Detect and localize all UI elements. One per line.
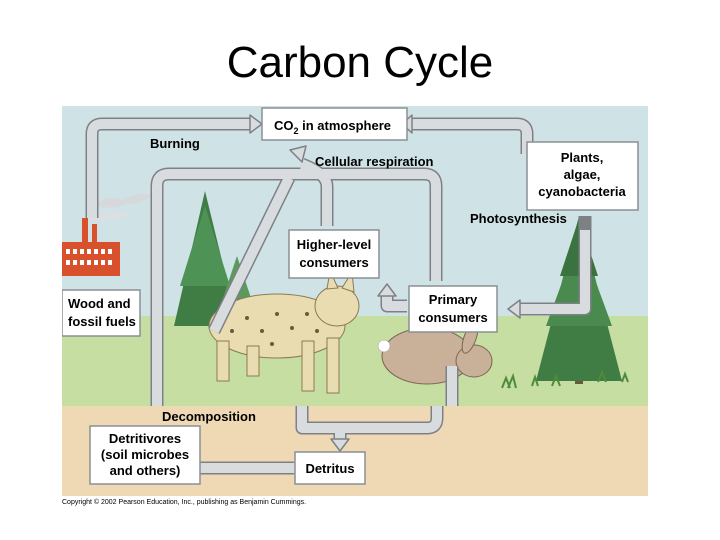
higher-consumers-box: Higher-level consumers — [288, 229, 380, 279]
detritivores-line-3: and others) — [110, 463, 181, 478]
slide-title: Carbon Cycle — [226, 38, 494, 87]
cycle-arrows — [85, 114, 592, 478]
wood-fossil-line-2: fossil fuels — [68, 314, 136, 329]
detritus-box: Detritus — [294, 451, 366, 485]
copyright-credit: Copyright © 2002 Pearson Education, Inc.… — [62, 499, 307, 506]
detritivores-line-1: Detritivores — [109, 431, 181, 446]
primary-consumers-line-2: consumers — [418, 310, 487, 325]
producers-line-2: algae, — [564, 167, 601, 182]
small-plants-icon — [501, 369, 629, 389]
detritivores-line-2: (soil microbes — [101, 447, 189, 462]
wood-fossil-fuels-box: Wood and fossil fuels — [62, 289, 141, 337]
producers-box: Plants, algae, cyanobacteria — [526, 141, 639, 211]
carbon-cycle-diagram: CO2 in atmosphere Burning Cellular respi… — [62, 106, 648, 496]
factory-icon — [62, 193, 152, 276]
higher-consumers-line-1: Higher-level — [297, 237, 371, 252]
primary-consumers-box: Primary consumers — [408, 285, 498, 333]
primary-consumers-line-1: Primary — [429, 292, 478, 307]
higher-consumers-line-2: consumers — [299, 255, 368, 270]
co2-subscript: 2 — [294, 126, 299, 136]
co2-label: CO — [274, 118, 294, 133]
producers-line-1: Plants, — [561, 150, 604, 165]
detritivores-box: Detritivores (soil microbes and others) — [89, 425, 201, 485]
decomposition-label: Decomposition — [162, 409, 256, 424]
cellular-respiration-label: Cellular respiration — [315, 154, 434, 169]
svg-text:CO2 in atmosphere: CO2 in atmosphere — [274, 118, 391, 136]
co2-rest: in atmosphere — [299, 118, 391, 133]
detritus-label: Detritus — [305, 461, 354, 476]
burning-label: Burning — [150, 136, 200, 151]
co2-atmosphere-box: CO2 in atmosphere — [261, 107, 408, 141]
wood-fossil-line-1: Wood and — [68, 296, 131, 311]
producers-line-3: cyanobacteria — [538, 184, 626, 199]
photosynthesis-label: Photosynthesis — [470, 211, 567, 226]
lynx-icon — [208, 269, 360, 394]
